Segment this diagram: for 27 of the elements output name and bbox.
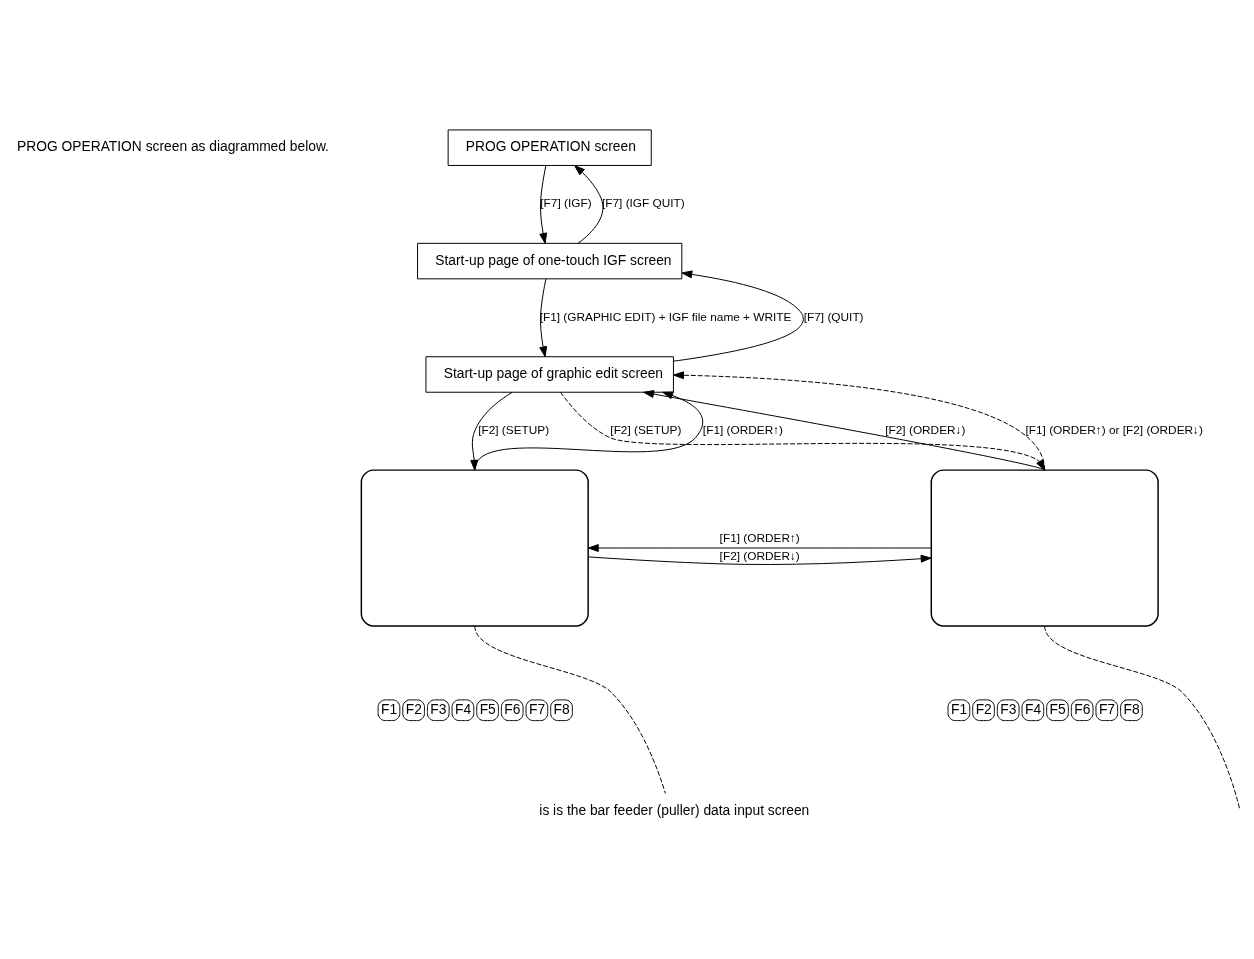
node-label: F6: [1074, 701, 1091, 717]
node-label: F8: [1123, 701, 1140, 717]
edge-label: [F1] (ORDER↑): [702, 423, 784, 438]
edge-label: [F2] (ORDER↓): [719, 549, 800, 564]
edge-label: [F7] (QUIT): [803, 309, 864, 324]
node-label: F8: [553, 701, 570, 717]
node-label: F7: [528, 701, 546, 717]
node-label: F4: [1024, 701, 1042, 717]
node-label: F4: [455, 701, 472, 717]
label: PROG OPERATION screen as diagrammed below.: [17, 139, 329, 155]
node-label: F5: [479, 701, 496, 717]
node-label: F2: [975, 701, 992, 717]
edge-label: [F2] (ORDER↓): [885, 423, 966, 438]
node-label: F3: [430, 701, 447, 717]
node-label: F1: [381, 701, 398, 717]
node-text: is is the bar feeder (puller) data input screen: [539, 802, 810, 818]
node-label: F7: [1098, 701, 1116, 717]
edge-label: [F2] (SETUP): [478, 423, 550, 438]
edge-label: [F7] (IGF): [540, 196, 592, 211]
node-label: F1: [951, 701, 968, 717]
edge-label: [F1] (ORDER↑): [719, 530, 800, 545]
node-label: F5: [1049, 701, 1066, 717]
node-label: F6: [504, 701, 521, 717]
node-label: F2: [405, 701, 422, 717]
node-label: F3: [1000, 701, 1017, 717]
edge-label: [F1] (ORDER↑) or [F2] (ORDER↓): [1025, 423, 1203, 438]
edge-label: [F2] (SETUP): [610, 423, 682, 438]
